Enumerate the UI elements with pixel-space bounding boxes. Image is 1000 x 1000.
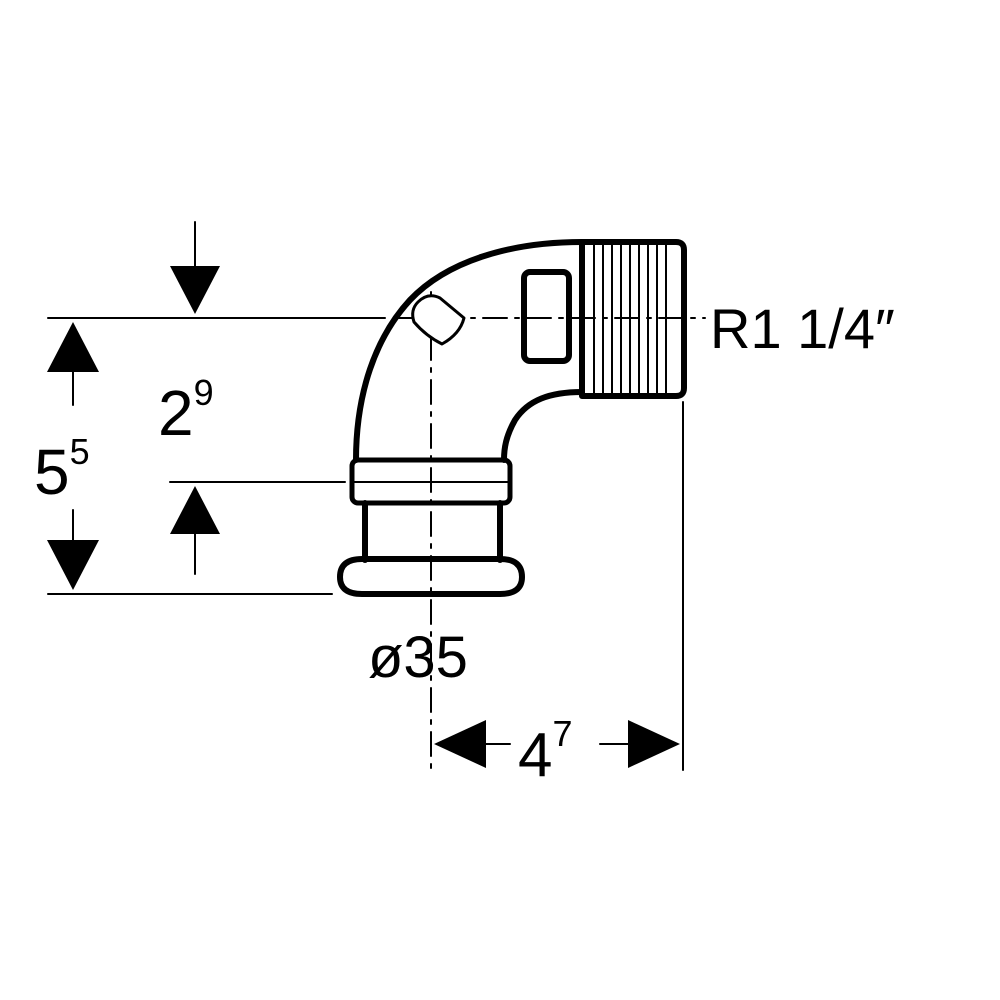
width-arrow-right: [628, 720, 680, 768]
inspection-nub: [411, 294, 466, 346]
elbow-inner-outline: [501, 389, 585, 463]
overall-height-label: 55: [34, 431, 90, 508]
offset-height-label: 29: [158, 372, 214, 449]
overall-height-arrow-down: [47, 540, 99, 590]
press-bead-ring: [349, 457, 513, 506]
width-arrow-left: [434, 720, 486, 768]
flat-recess: [521, 269, 572, 364]
offset-arrow-down: [170, 266, 220, 314]
diameter-label: ø35: [368, 625, 468, 690]
thread-size-label: R1 1/4″: [710, 297, 895, 360]
elbow-outer-outline: [353, 239, 585, 463]
overall-height-arrow-up: [47, 322, 99, 372]
socket-end-rim: [337, 556, 525, 597]
thread-section: [579, 239, 687, 399]
width-label: 47: [518, 713, 573, 790]
offset-arrow-up: [170, 486, 220, 534]
thread-lines: [593, 243, 667, 395]
